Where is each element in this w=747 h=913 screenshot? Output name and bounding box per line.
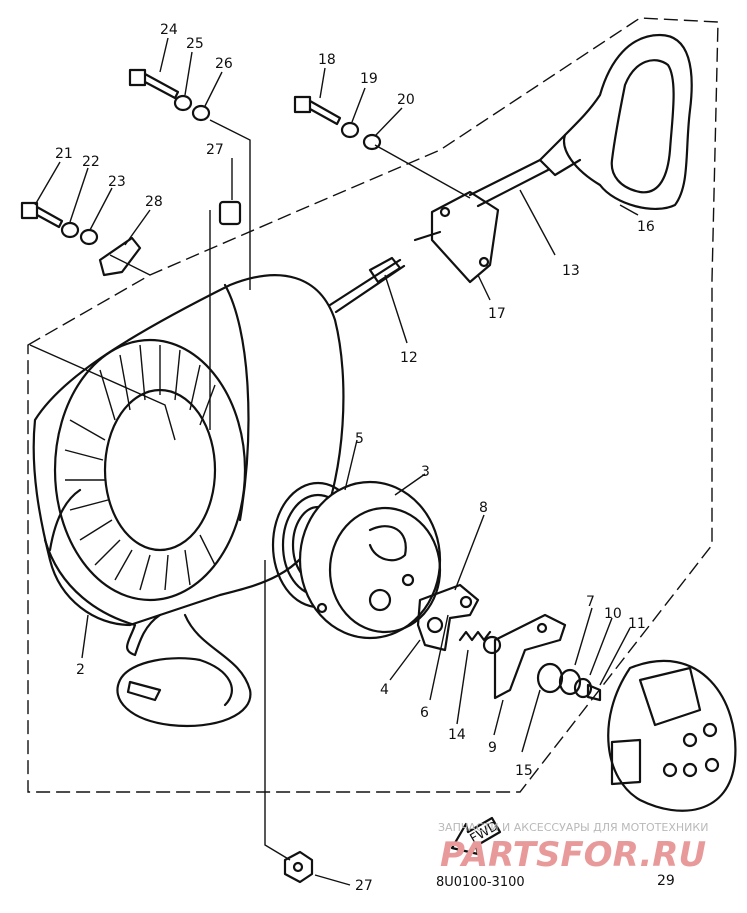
callout-10: 10 (604, 606, 622, 622)
washer-23 (79, 228, 99, 246)
callout-5: 5 (355, 431, 364, 447)
washer-25 (173, 94, 193, 112)
starter-rope (116, 613, 252, 727)
washer-15 (536, 662, 564, 694)
leader-line (374, 144, 471, 199)
washer-22 (60, 221, 80, 239)
callout-18: 18 (318, 52, 336, 68)
callout-4: 4 (380, 682, 389, 698)
leader-line (109, 254, 151, 276)
friction-plate (493, 613, 567, 700)
callout-26: 26 (215, 56, 233, 72)
callout-29: 29 (657, 873, 675, 889)
washer-26 (191, 104, 211, 122)
screw-11 (586, 683, 602, 702)
spring-14 (458, 630, 492, 642)
callout-28: 28 (145, 194, 163, 210)
watermark-tagline: ЗАПЧАСТИ И АКСЕССУАРЫ ДЛЯ МОТОТЕХНИКИ (438, 821, 708, 834)
callout-17: 17 (488, 306, 506, 322)
callout-16: 16 (637, 219, 655, 235)
bolt-24 (128, 68, 180, 100)
rope-reel (298, 480, 442, 640)
leader-line (209, 119, 251, 290)
pin (328, 256, 406, 314)
washer-19 (340, 121, 360, 139)
callout-27-bottom: 27 (355, 878, 373, 894)
collar-27 (218, 200, 242, 226)
spring-7 (558, 668, 582, 696)
callout-23: 23 (108, 174, 126, 190)
bolt-21 (20, 201, 64, 229)
rope-guide-bracket (413, 190, 500, 284)
callout-9: 9 (488, 740, 497, 756)
callout-12: 12 (400, 350, 418, 366)
starter-pulley (607, 659, 737, 812)
callout-13: 13 (562, 263, 580, 279)
callout-2: 2 (76, 662, 85, 678)
washer-20 (362, 133, 382, 151)
starter-handle (468, 33, 693, 210)
callout-11: 11 (628, 616, 646, 632)
callout-27-top: 27 (206, 142, 224, 158)
callout-21: 21 (55, 146, 73, 162)
callout-22: 22 (82, 154, 100, 170)
callout-7: 7 (586, 594, 595, 610)
drawing-code: 8U0100-3100 (436, 875, 525, 890)
fan-cover-housing (32, 274, 345, 657)
ratchet-pawl (416, 583, 480, 652)
bolt-18 (293, 95, 342, 126)
plate-28 (98, 236, 142, 277)
washer-10 (573, 677, 593, 699)
leader-line (264, 560, 291, 861)
callout-25: 25 (186, 36, 204, 52)
callout-8: 8 (479, 500, 488, 516)
callout-14: 14 (448, 727, 466, 743)
nut-27 (283, 850, 314, 884)
callout-19: 19 (360, 71, 378, 87)
callout-3: 3 (421, 464, 430, 480)
watermark-brand: PARTSFOR.RU (440, 835, 706, 875)
callout-24: 24 (160, 22, 178, 38)
callout-6: 6 (420, 705, 429, 721)
callout-leaders (34, 37, 639, 886)
callout-15: 15 (515, 763, 533, 779)
leader-line (29, 344, 176, 441)
callout-20: 20 (397, 92, 415, 108)
bushing-6 (482, 635, 502, 655)
rope-knot (126, 680, 162, 702)
